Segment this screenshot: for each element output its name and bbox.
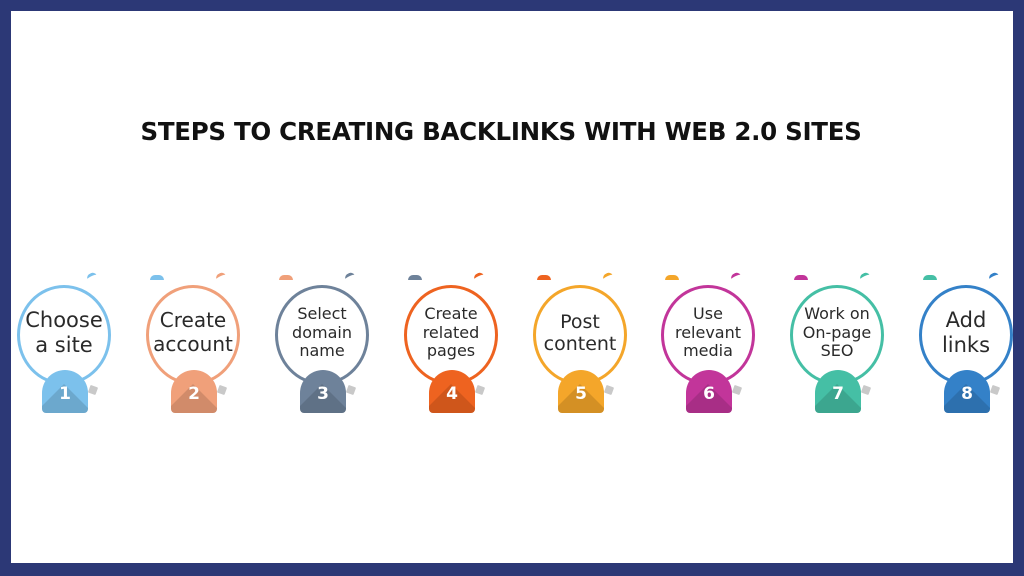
step-number-badge: 6 xyxy=(686,370,732,413)
step-number: 1 xyxy=(59,383,71,404)
step-number-badge: 1 xyxy=(42,370,88,413)
step-label-line: domain xyxy=(292,322,352,342)
step-number: 3 xyxy=(317,383,329,404)
connector-arc xyxy=(214,271,228,283)
step-label-line: Use xyxy=(693,303,723,323)
step-number: 4 xyxy=(446,383,458,404)
step-label-line: Create xyxy=(159,308,227,333)
step-label-line: Select xyxy=(297,303,347,323)
connector-cap xyxy=(408,275,422,280)
pointer-tick-icon xyxy=(474,384,486,396)
connector-arc xyxy=(472,271,486,283)
step-label-line: related xyxy=(422,322,480,342)
step-label-line: pages xyxy=(426,341,476,361)
step-number: 5 xyxy=(575,383,587,404)
step-label-line: SEO xyxy=(820,341,854,361)
pointer-tick-icon xyxy=(603,384,615,396)
step-label-line: Create xyxy=(424,303,478,323)
step-label-line: Add xyxy=(945,308,987,333)
pointer-tick-icon xyxy=(731,384,743,396)
connector-arc xyxy=(987,271,1001,283)
step-label-line: Work on xyxy=(804,303,870,323)
connector-arc xyxy=(601,271,615,283)
page-title: STEPS TO CREATING BACKLINKS WITH WEB 2.0… xyxy=(140,117,862,146)
connector-cap xyxy=(150,275,164,280)
connector-cap xyxy=(923,275,937,280)
step-number-badge: 8 xyxy=(944,370,990,413)
step-number: 7 xyxy=(832,383,844,404)
pointer-tick-icon xyxy=(989,384,1001,396)
step-label-line: a site xyxy=(35,333,93,357)
step-label-line: account xyxy=(153,332,233,356)
step-number-badge: 7 xyxy=(815,370,861,413)
connector-arc xyxy=(85,271,99,283)
pointer-tick-icon xyxy=(345,384,357,396)
connector-cap xyxy=(665,275,679,280)
connector-arc xyxy=(343,271,357,283)
step-number: 8 xyxy=(961,383,973,404)
step-label-line: Post xyxy=(560,310,600,333)
connector-arc xyxy=(729,271,743,283)
step-number-badge: 2 xyxy=(171,370,217,413)
connector-cap xyxy=(537,275,551,280)
step-label-line: name xyxy=(299,341,345,361)
pointer-tick-icon xyxy=(860,384,872,396)
connector-cap xyxy=(279,275,293,280)
pointer-tick-icon xyxy=(216,384,228,396)
pointer-tick-icon xyxy=(87,384,99,396)
step-number: 2 xyxy=(188,383,200,404)
step-number-badge: 3 xyxy=(300,370,346,413)
step-label-line: links xyxy=(941,333,991,357)
step-label-line: relevant xyxy=(674,322,742,342)
connector-cap xyxy=(794,275,808,280)
infographic-canvas: STEPS TO CREATING BACKLINKS WITH WEB 2.0… xyxy=(11,11,1013,563)
step-label-line: Choose xyxy=(25,308,103,333)
step-label-line: media xyxy=(683,341,733,361)
step-number-badge: 4 xyxy=(429,370,475,413)
step-number-badge: 5 xyxy=(558,370,604,413)
step-label-line: On-page xyxy=(802,322,872,342)
connector-arc xyxy=(858,271,872,283)
step-number: 6 xyxy=(703,383,715,404)
step-label-line: content xyxy=(543,333,617,355)
